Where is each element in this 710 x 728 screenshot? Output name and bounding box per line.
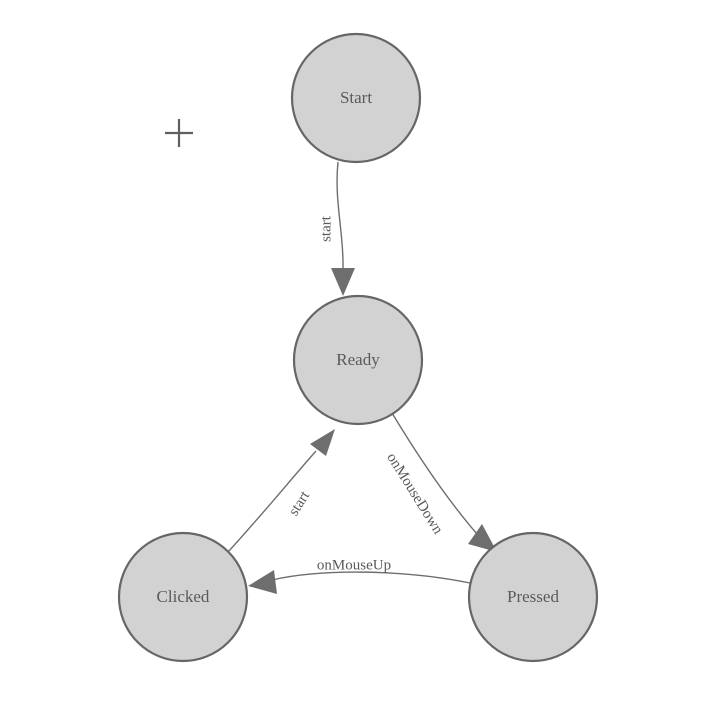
node-label: Ready [336, 350, 380, 369]
arrowhead-icon [468, 524, 497, 552]
plus-marker-icon [165, 119, 193, 147]
edge-label-ready-to-pressed: onMouseDown [383, 450, 446, 537]
edge-line [227, 450, 317, 553]
arrowhead-icon [310, 429, 335, 456]
edge-label-clicked-to-ready: start [286, 488, 314, 519]
node-circle [290, 32, 422, 164]
edge-line [271, 571, 471, 584]
edge-line [336, 161, 344, 269]
node-label: Pressed [507, 587, 559, 606]
edge-line [391, 412, 478, 535]
node-label: Start [340, 88, 372, 107]
node-ready[interactable]: Ready [292, 294, 424, 426]
node-circle [467, 531, 599, 663]
edge-label-start-to-ready: start [318, 215, 334, 242]
edge-clicked-to-ready[interactable] [227, 429, 335, 553]
node-start[interactable]: Start [290, 32, 422, 164]
edge-label-pressed-to-clicked: onMouseUp [317, 557, 391, 573]
edge-ready-to-pressed[interactable] [391, 412, 497, 552]
node-clicked[interactable]: Clicked [117, 531, 249, 663]
node-circle [117, 531, 249, 663]
edge-pressed-to-clicked[interactable] [248, 570, 471, 594]
arrowhead-icon [331, 268, 355, 296]
node-label: Clicked [157, 587, 210, 606]
node-pressed[interactable]: Pressed [467, 531, 599, 663]
edge-start-to-ready[interactable] [331, 161, 355, 296]
node-circle [292, 294, 424, 426]
arrowhead-icon [248, 570, 277, 594]
